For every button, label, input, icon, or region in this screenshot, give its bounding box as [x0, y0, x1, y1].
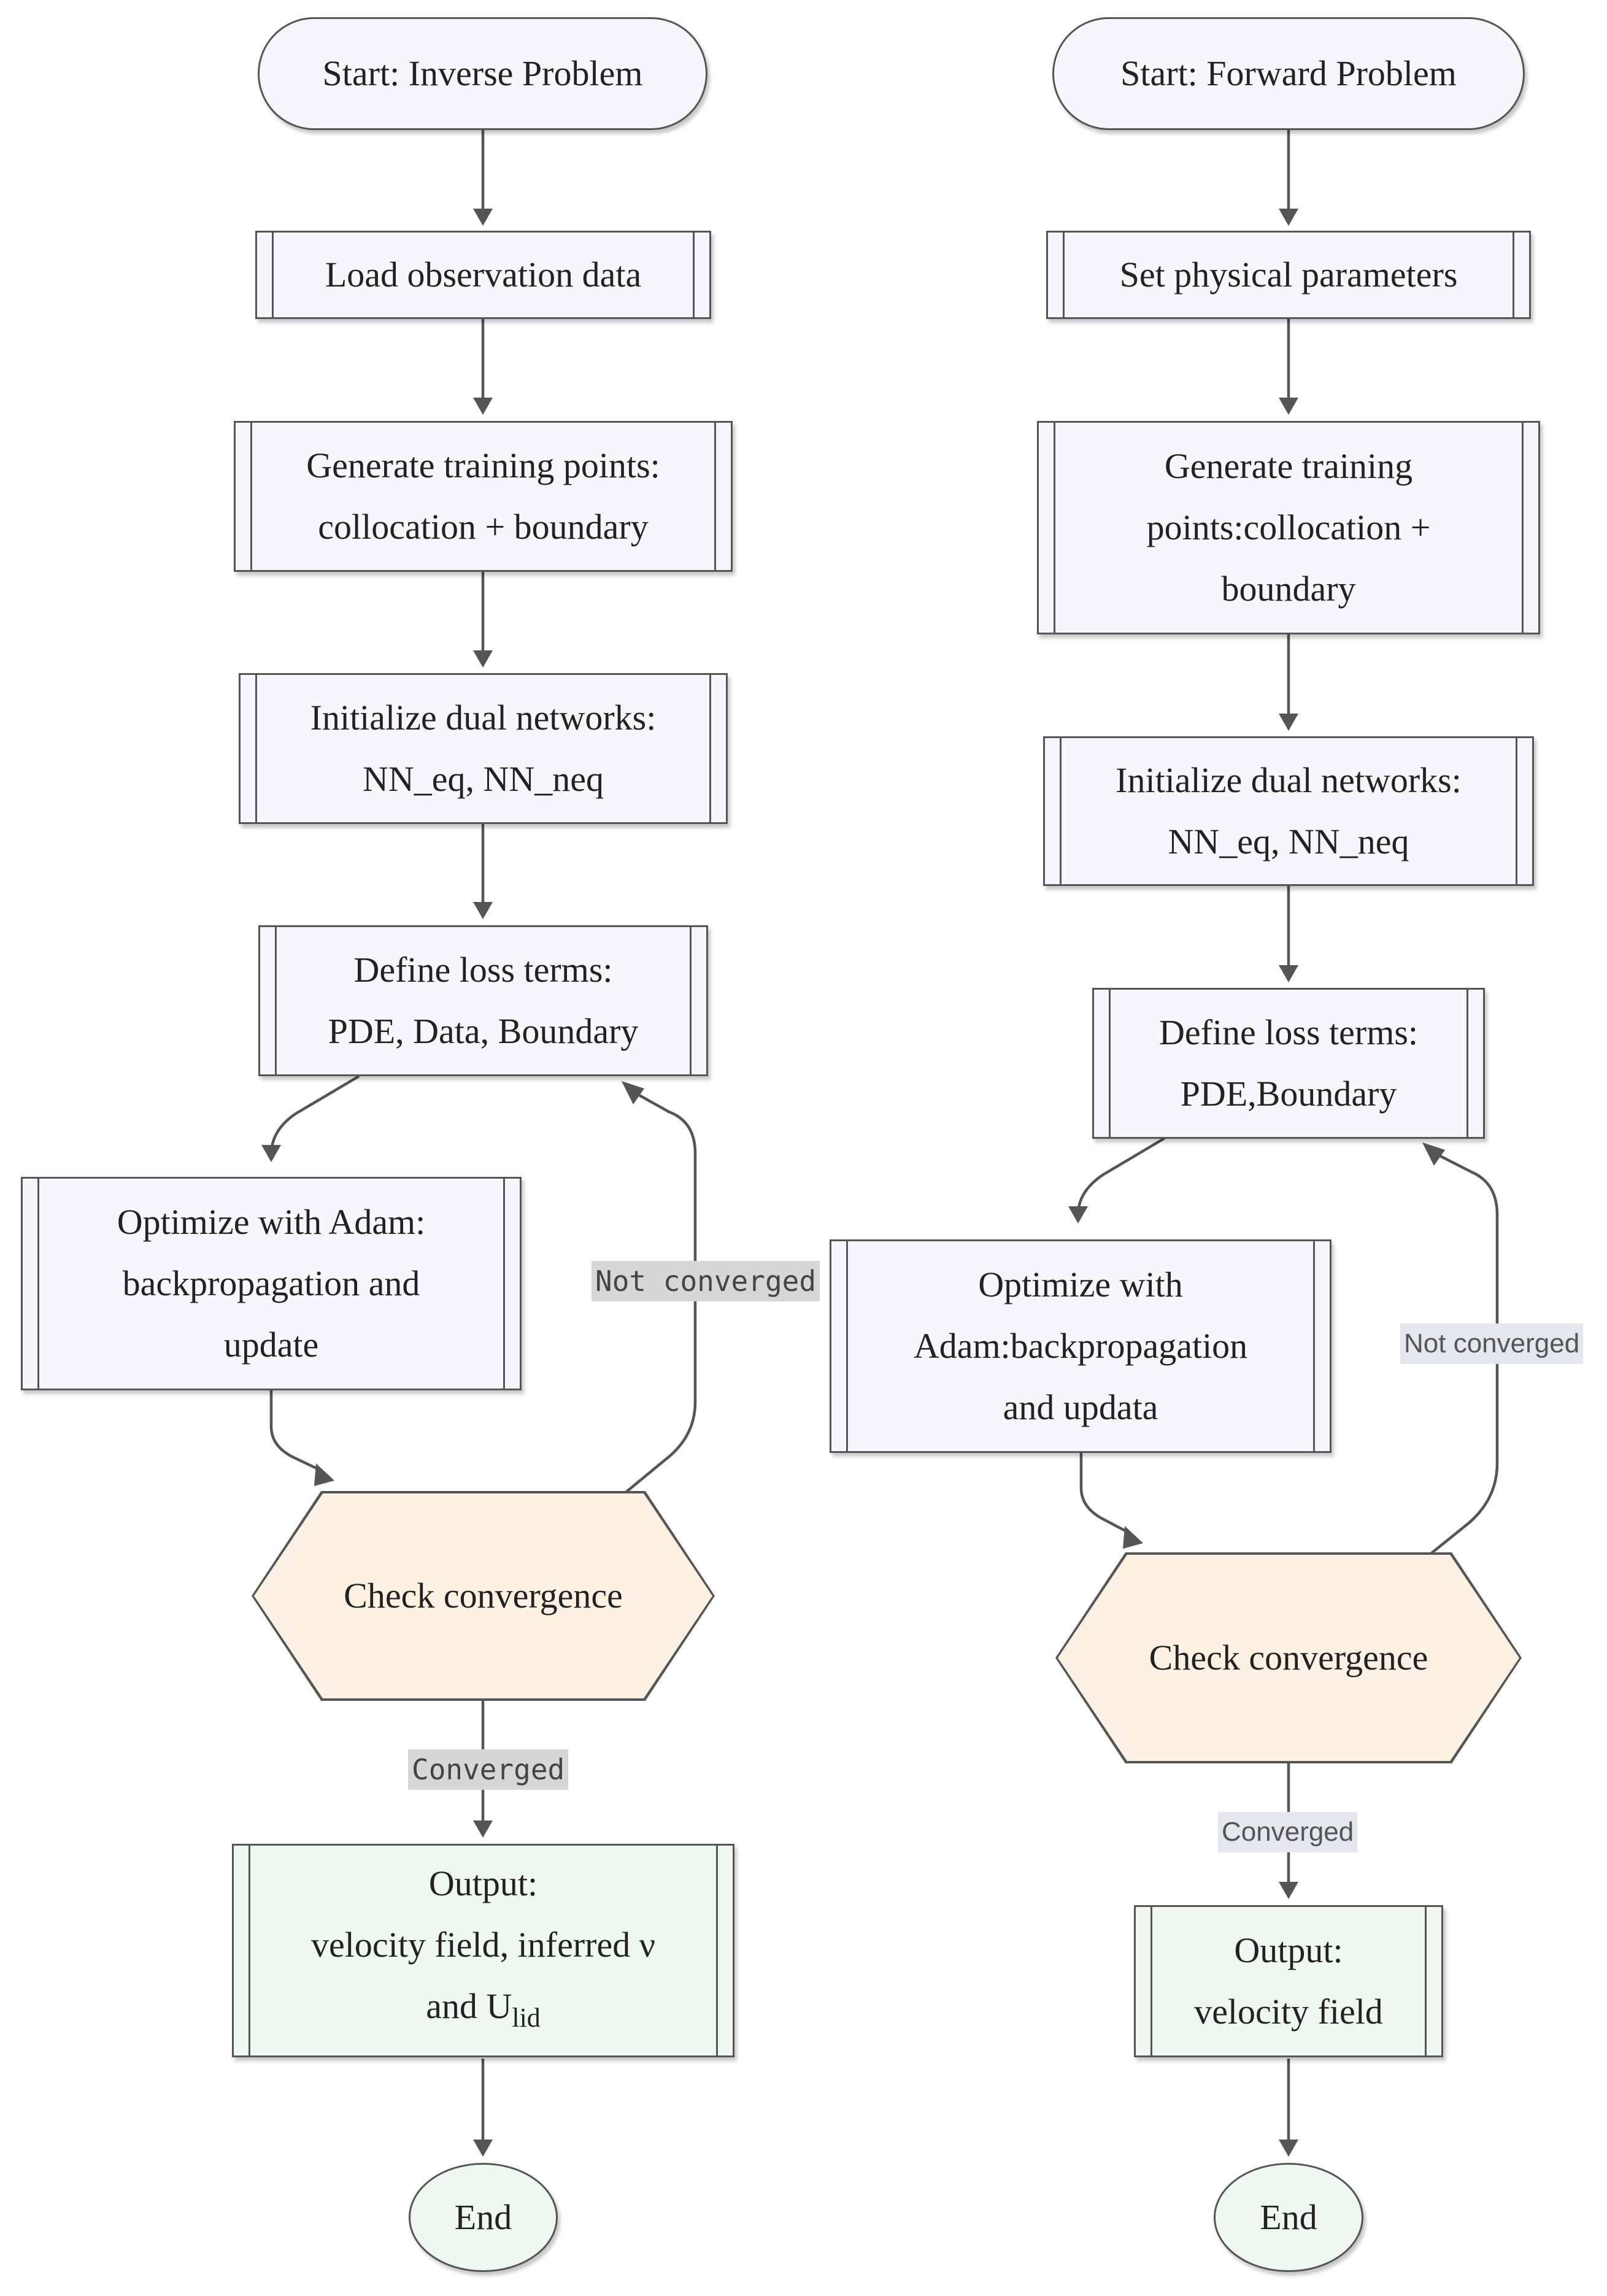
inv-check-label: Check convergence — [344, 1576, 623, 1616]
arrowhead — [1279, 398, 1298, 415]
fwd-loss-node: Define loss terms: PDE,Boundary — [1092, 988, 1485, 1139]
fwd-generate-node: Generate training points:collocation + b… — [1037, 421, 1540, 634]
inv-output-line-2: velocity field, inferred ν — [311, 1924, 655, 1965]
fwd-check-label: Check convergence — [1149, 1638, 1428, 1678]
arrowheads — [261, 209, 1445, 2157]
fwd-generate-line-3: boundary — [1221, 569, 1356, 609]
edge-inv-loss-optimize — [269, 1075, 360, 1155]
arrowhead — [473, 2140, 493, 2157]
fwd-loss-line-2: PDE,Boundary — [1180, 1074, 1397, 1114]
inv-generate-line-1: Generate training points: — [306, 445, 660, 485]
fwd-loss-line-1: Define loss terms: — [1158, 1012, 1419, 1052]
arrowhead — [473, 1820, 493, 1838]
fwd-output-line-2: velocity field — [1194, 1992, 1383, 2032]
fwd-init-node: Initialize dual networks: NN_eq, NN_neq — [1043, 736, 1534, 886]
inv-end-node: End — [409, 2163, 558, 2272]
arrowhead — [1068, 1206, 1088, 1223]
fwd-output-node: Output: velocity field — [1134, 1905, 1443, 2057]
inv-load-node: Load observation data — [255, 231, 711, 319]
fwd-init-line-1: Initialize dual networks: — [1116, 760, 1462, 800]
arrowhead — [1279, 965, 1298, 982]
arrowhead — [1279, 209, 1298, 226]
inv-optimize-line-2: backpropagation and — [122, 1263, 420, 1303]
inv-output-node: Output: velocity field, inferred ν and U… — [232, 1844, 734, 2057]
fwd-output-line-1: Output: — [1234, 1930, 1343, 1970]
arrowhead — [1279, 714, 1298, 731]
inv-output-line-1: Output: — [428, 1863, 538, 1903]
inv-generate-node: Generate training points: collocation + … — [234, 421, 733, 572]
fwd-end-node: End — [1214, 2163, 1363, 2272]
edge-fwd-loss-optimize — [1076, 1137, 1166, 1215]
arrowhead — [1422, 1142, 1445, 1166]
inv-end-label: End — [454, 2197, 512, 2237]
inv-loss-node: Define loss terms: PDE, Data, Boundary — [258, 925, 708, 1076]
fwd-generate-line-2: points:collocation + — [1146, 507, 1431, 547]
arrowhead — [622, 1081, 644, 1104]
inv-output-line-3: and Ulid — [426, 1976, 541, 2049]
arrowhead — [314, 1463, 334, 1486]
inv-generate-line-2: collocation + boundary — [318, 507, 649, 547]
arrowhead — [261, 1145, 281, 1162]
fwd-not-converged-label: Not converged — [1400, 1323, 1584, 1364]
inv-output-subscript: lid — [512, 2002, 541, 2033]
arrowhead — [473, 902, 493, 919]
inv-check-node: Check convergence — [252, 1491, 715, 1701]
edge-fwd-check-loss — [1430, 1154, 1499, 1555]
fwd-set-label: Set physical parameters — [1119, 255, 1458, 295]
inv-init-line-1: Initialize dual networks: — [310, 698, 657, 738]
inv-loss-line-1: Define loss terms: — [353, 950, 613, 990]
fwd-generate-line-1: Generate training — [1164, 446, 1413, 486]
inv-load-label: Load observation data — [325, 255, 642, 295]
arrowhead — [1279, 1882, 1298, 1899]
inv-converged-label: Converged — [408, 1749, 569, 1790]
inv-init-line-2: NN_eq, NN_neq — [362, 759, 604, 799]
inv-start-node: Start: Inverse Problem — [258, 17, 707, 130]
fwd-check-node: Check convergence — [1055, 1552, 1522, 1763]
fwd-end-label: End — [1260, 2197, 1317, 2237]
fwd-optimize-line-3: and updata — [1003, 1387, 1158, 1427]
inv-optimize-line-3: update — [223, 1325, 319, 1365]
fwd-start-node: Start: Forward Problem — [1052, 17, 1525, 130]
inv-optimize-node: Optimize with Adam: backpropagation and … — [21, 1177, 522, 1390]
fwd-optimize-node: Optimize with Adam:backpropagation and u… — [830, 1239, 1331, 1453]
inv-optimize-line-1: Optimize with Adam: — [117, 1202, 426, 1242]
arrowhead — [1279, 2140, 1298, 2157]
inv-start-label: Start: Inverse Problem — [322, 53, 643, 93]
arrowhead — [473, 209, 493, 226]
fwd-converged-label: Converged — [1218, 1812, 1358, 1852]
inv-init-node: Initialize dual networks: NN_eq, NN_neq — [239, 673, 728, 824]
arrowhead — [473, 650, 493, 668]
inv-not-converged-label: Not converged — [592, 1261, 820, 1301]
fwd-set-node: Set physical parameters — [1046, 231, 1531, 319]
fwd-optimize-line-1: Optimize with — [978, 1265, 1183, 1304]
arrowhead — [1123, 1526, 1143, 1549]
edge-inv-check-loss — [625, 1093, 697, 1493]
fwd-start-label: Start: Forward Problem — [1120, 53, 1457, 93]
fwd-init-line-2: NN_eq, NN_neq — [1168, 822, 1409, 861]
edge-inv-optimize-check — [269, 1389, 320, 1471]
arrowhead — [473, 398, 493, 415]
edge-fwd-optimize-check — [1079, 1452, 1129, 1533]
inv-loss-line-2: PDE, Data, Boundary — [328, 1011, 639, 1051]
inv-output-line-3-text: and U — [426, 1986, 512, 2026]
fwd-optimize-line-2: Adam:backpropagation — [913, 1326, 1248, 1366]
